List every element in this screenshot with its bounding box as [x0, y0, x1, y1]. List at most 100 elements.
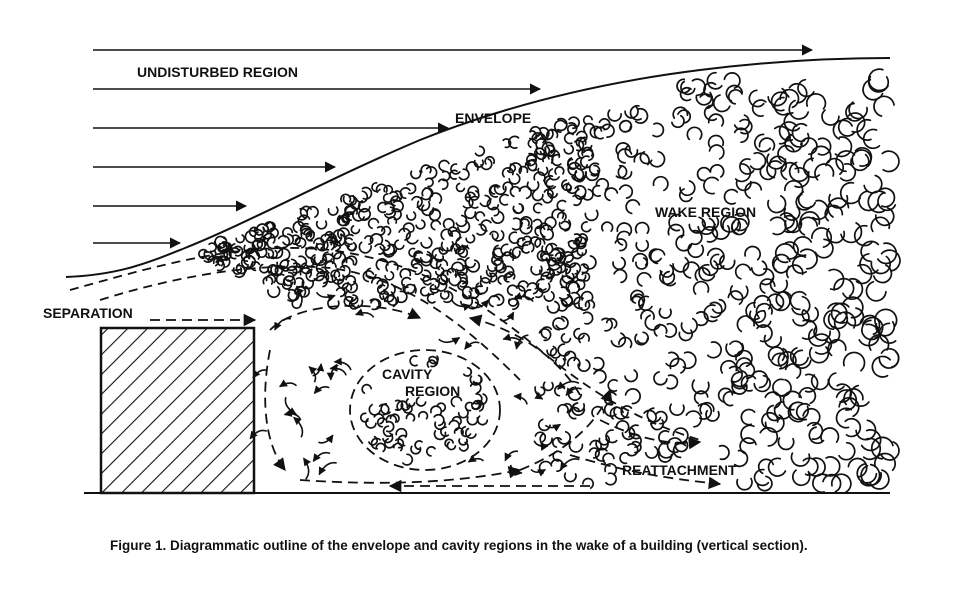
eddy-mark: [733, 114, 750, 131]
region-label: REGION: [405, 383, 460, 399]
eddy-mark: [492, 247, 502, 260]
eddy-mark: [546, 345, 558, 357]
eddy-mark: [696, 311, 709, 327]
eddy-mark: [653, 371, 668, 386]
eddy-mark: [519, 218, 530, 227]
eddy-mark: [284, 271, 295, 282]
eddy-mark: [420, 253, 433, 267]
eddy-mark: [848, 101, 868, 120]
eddy-mark: [398, 227, 411, 241]
eddy-mark: [733, 127, 749, 144]
eddy-mark: [657, 441, 675, 459]
eddy-mark: [612, 256, 626, 271]
eddy-mark: [563, 472, 577, 483]
eddy-mark: [419, 250, 433, 264]
eddy-mark: [701, 216, 720, 231]
eddy-mark: [521, 240, 535, 253]
eddy-mark: [691, 229, 703, 246]
eddy-mark: [785, 264, 804, 279]
swirl-arrow: [318, 434, 334, 444]
eddy-mark: [383, 206, 397, 219]
eddy-mark: [497, 275, 508, 285]
eddy-mark: [572, 233, 583, 245]
eddy-mark: [851, 149, 872, 167]
eddy-mark: [674, 440, 689, 453]
eddy-mark: [731, 217, 748, 235]
eddy-mark: [488, 272, 498, 283]
eddy-mark: [571, 402, 586, 416]
eddy-mark: [560, 220, 571, 232]
eddy-mark: [682, 261, 701, 279]
eddy-mark: [456, 220, 471, 234]
eddy-mark: [511, 246, 524, 258]
eddy-mark: [761, 268, 775, 286]
eddy-mark: [565, 268, 579, 280]
eddy-mark: [763, 334, 782, 349]
eddy-mark: [567, 386, 583, 401]
eddy-mark: [835, 389, 858, 411]
eddy-mark: [282, 233, 295, 246]
eddy-mark: [453, 427, 464, 436]
eddy-mark: [613, 268, 628, 284]
eddy-mark: [420, 164, 432, 174]
eddy-mark: [771, 352, 789, 370]
eddy-mark: [332, 233, 346, 247]
eddy-mark: [534, 225, 546, 237]
cavity-small-arrows: [249, 287, 582, 480]
swirl-arrow: [565, 387, 582, 397]
eddy-mark: [774, 378, 792, 397]
eddy-mark: [541, 141, 555, 154]
eddy-mark: [433, 430, 447, 441]
eddy-mark: [439, 291, 450, 300]
eddy-mark: [383, 184, 394, 194]
eddy-mark: [624, 105, 639, 119]
eddy-mark: [601, 221, 614, 232]
eddy-mark: [767, 87, 788, 107]
eddy-mark: [392, 442, 403, 452]
eddy-mark: [855, 419, 877, 441]
eddy-mark: [838, 396, 860, 418]
swirl-arrow: [504, 450, 519, 462]
eddy-mark: [794, 167, 810, 189]
eddy-mark: [335, 286, 346, 298]
eddy-mark: [657, 451, 673, 463]
eddy-mark: [618, 336, 633, 349]
eddy-mark: [631, 440, 642, 454]
eddy-mark: [459, 295, 474, 308]
eddy-mark: [676, 78, 691, 94]
eddy-mark: [348, 195, 357, 206]
eddy-mark: [589, 439, 602, 453]
eddy-mark: [541, 228, 555, 241]
eddy-mark: [784, 134, 803, 153]
eddy-mark: [668, 213, 682, 232]
eddy-mark: [542, 381, 554, 392]
eddy-mark: [853, 224, 873, 247]
eddy-mark: [557, 430, 572, 445]
eddy-mark: [729, 285, 749, 301]
eddy-mark: [703, 104, 718, 122]
eddy-mark: [434, 421, 446, 431]
eddy-mark: [877, 191, 897, 212]
eddy-mark: [554, 384, 566, 397]
eddy-mark: [299, 267, 313, 278]
swirl-arrow: [252, 369, 268, 379]
eddy-mark: [531, 190, 544, 202]
eddy-mark: [753, 310, 772, 328]
eddy-mark: [543, 174, 554, 188]
eddy-mark: [443, 290, 454, 304]
swirl-arrow: [274, 317, 291, 331]
eddy-mark: [788, 99, 810, 120]
eddy-mark: [649, 248, 666, 265]
eddy-mark: [331, 274, 345, 285]
eddy-mark: [745, 301, 761, 321]
eddy-mark: [573, 327, 585, 340]
eddy-mark: [561, 272, 575, 285]
eddy-mark: [549, 347, 561, 359]
eddy-mark: [719, 254, 736, 271]
eddy-mark: [844, 417, 862, 438]
eddy-mark: [345, 280, 359, 294]
eddy-mark: [788, 82, 808, 104]
eddy-mark: [493, 184, 507, 195]
eddy-mark: [598, 118, 611, 131]
eddy-mark: [850, 153, 870, 172]
